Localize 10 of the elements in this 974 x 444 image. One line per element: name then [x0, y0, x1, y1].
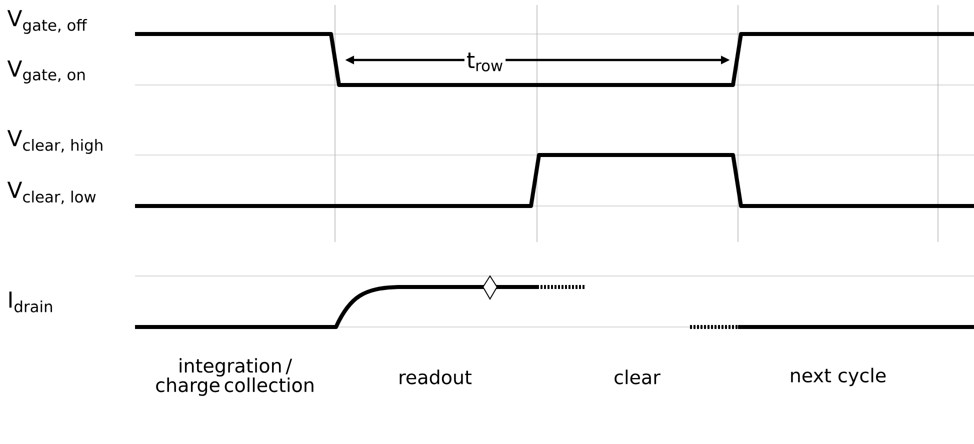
signal-label: $\text{V}_{\text{gate, off}}$	[7, 10, 88, 34]
signal-label: $\text{V}_{\text{clear, high}}$	[7, 130, 102, 154]
phase-label: next cycle	[791, 368, 886, 386]
signal-label: $\text{V}_{\text{gate, on}}$	[7, 60, 85, 84]
dimension-label: $\text{t}_{\text{row}}$	[464, 50, 506, 74]
phase-label: clear	[614, 370, 660, 384]
signal-label: $\text{I}_{\text{drain}}$	[9, 292, 52, 312]
phase-label: readout	[400, 370, 472, 384]
phase-label: integration / charge collection	[156, 358, 314, 396]
signal-label: $\text{V}_{\text{clear, low}}$	[7, 182, 96, 204]
